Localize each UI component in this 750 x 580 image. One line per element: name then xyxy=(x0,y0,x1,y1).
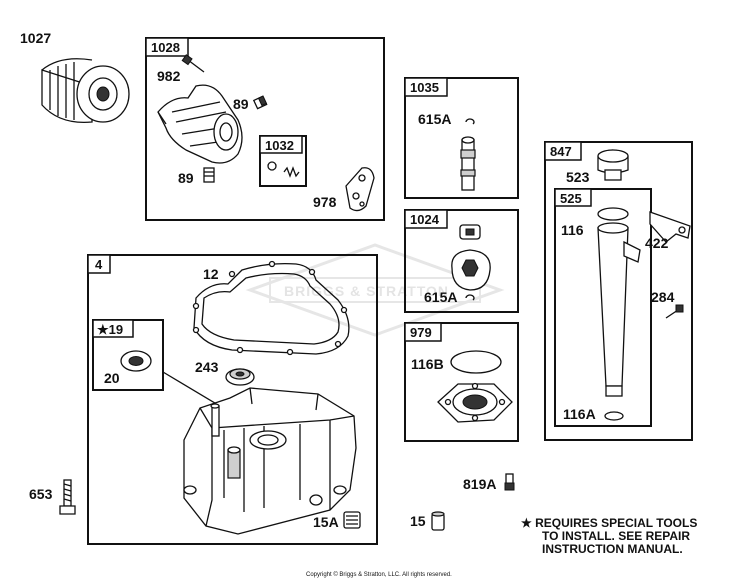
oil-seal-illustration xyxy=(120,350,152,372)
retainer-ring-icon xyxy=(465,294,475,301)
box-1032-tab xyxy=(259,135,303,154)
screw-284-illustration xyxy=(665,304,684,319)
bolt-653-illustration xyxy=(59,479,76,515)
part-label-116a: 116A xyxy=(563,406,596,422)
part-label-12: 12 xyxy=(203,266,219,282)
part-label-615a-2: 615A xyxy=(424,289,457,305)
box-979-tab xyxy=(404,322,442,342)
box-1035-title: 1035 xyxy=(410,80,439,95)
dipstick-cap-illustration xyxy=(597,149,629,181)
sump-gasket-illustration xyxy=(192,260,350,356)
part-label-116: 116 xyxy=(561,222,584,238)
oil-pump-housing-illustration xyxy=(157,84,243,164)
box-525 xyxy=(554,188,652,427)
plug-15a-illustration xyxy=(343,511,361,529)
part-label-1027: 1027 xyxy=(20,30,51,46)
bracket-422-illustration xyxy=(649,211,691,243)
part-label-284: 284 xyxy=(651,289,675,305)
part-label-89a: 89 xyxy=(233,96,249,112)
box-1035 xyxy=(404,77,519,199)
part-label-819a: 819A xyxy=(463,476,496,492)
special-tools-note-line1: ★ REQUIRES SPECIAL TOOLS xyxy=(521,516,697,530)
oring-116a-icon xyxy=(604,411,624,421)
pump-rotor-illustration xyxy=(451,224,491,291)
shaft-illustration xyxy=(460,118,476,191)
part-label-422: 422 xyxy=(645,235,669,251)
special-tools-note-line2: TO INSTALL. SEE REPAIR xyxy=(542,529,690,543)
box-1032-title: 1032 xyxy=(265,138,294,153)
box-19-title: ★19 xyxy=(97,322,123,337)
box-4-tab xyxy=(87,254,111,274)
part-label-15: 15 xyxy=(410,513,426,529)
check-ball-spring-illustration xyxy=(267,161,300,178)
plug-15-illustration xyxy=(431,511,445,531)
box-4 xyxy=(87,254,378,545)
part-label-523: 523 xyxy=(566,169,590,185)
watermark-logo: BRIGGS & STRATTON xyxy=(245,243,505,337)
part-label-982: 982 xyxy=(157,68,181,84)
box-525-tab xyxy=(554,188,592,207)
box-847 xyxy=(544,141,693,441)
box-847-tab xyxy=(544,141,582,161)
box-1024-tab xyxy=(404,209,448,229)
box-1028 xyxy=(145,37,385,221)
box-1035-tab xyxy=(404,77,448,97)
box-979 xyxy=(404,322,519,442)
box-1028-tab xyxy=(145,37,189,57)
special-tools-note-line3: INSTRUCTION MANUAL. xyxy=(542,542,683,556)
box-1024-title: 1024 xyxy=(410,212,440,227)
box-4-title: 4 xyxy=(95,257,103,272)
part-label-15a: 15A xyxy=(313,514,339,530)
fitting-89b-illustration xyxy=(203,167,215,183)
box-979-title: 979 xyxy=(410,325,432,340)
oil-fill-plug-illustration xyxy=(225,368,255,386)
box-1024 xyxy=(404,209,519,313)
gasket-978-illustration xyxy=(345,167,375,212)
watermark-text: BRIGGS & STRATTON xyxy=(284,283,449,299)
part-label-653: 653 xyxy=(29,486,53,502)
box-19-tab xyxy=(92,319,134,338)
engine-sump-illustration xyxy=(183,387,357,535)
part-label-978: 978 xyxy=(313,194,337,210)
box-847-title: 847 xyxy=(550,144,572,159)
oring-and-cover-illustration xyxy=(437,350,513,423)
screw-982-illustration xyxy=(181,54,205,73)
plug-819a-illustration xyxy=(504,473,515,491)
oil-filter-illustration xyxy=(41,58,130,124)
part-label-89b: 89 xyxy=(178,170,194,186)
box-1028-title: 1028 xyxy=(151,40,180,55)
part-label-116b: 116B xyxy=(411,356,444,372)
part-label-243: 243 xyxy=(195,359,219,375)
fitting-89a-illustration xyxy=(252,95,268,110)
dipstick-tube-illustration xyxy=(597,207,641,397)
part-label-20: 20 xyxy=(104,370,120,386)
copyright-text: Copyright © Briggs & Stratton, LLC. All … xyxy=(306,571,452,578)
part-label-615a-1: 615A xyxy=(418,111,451,127)
box-525-title: 525 xyxy=(560,191,582,206)
